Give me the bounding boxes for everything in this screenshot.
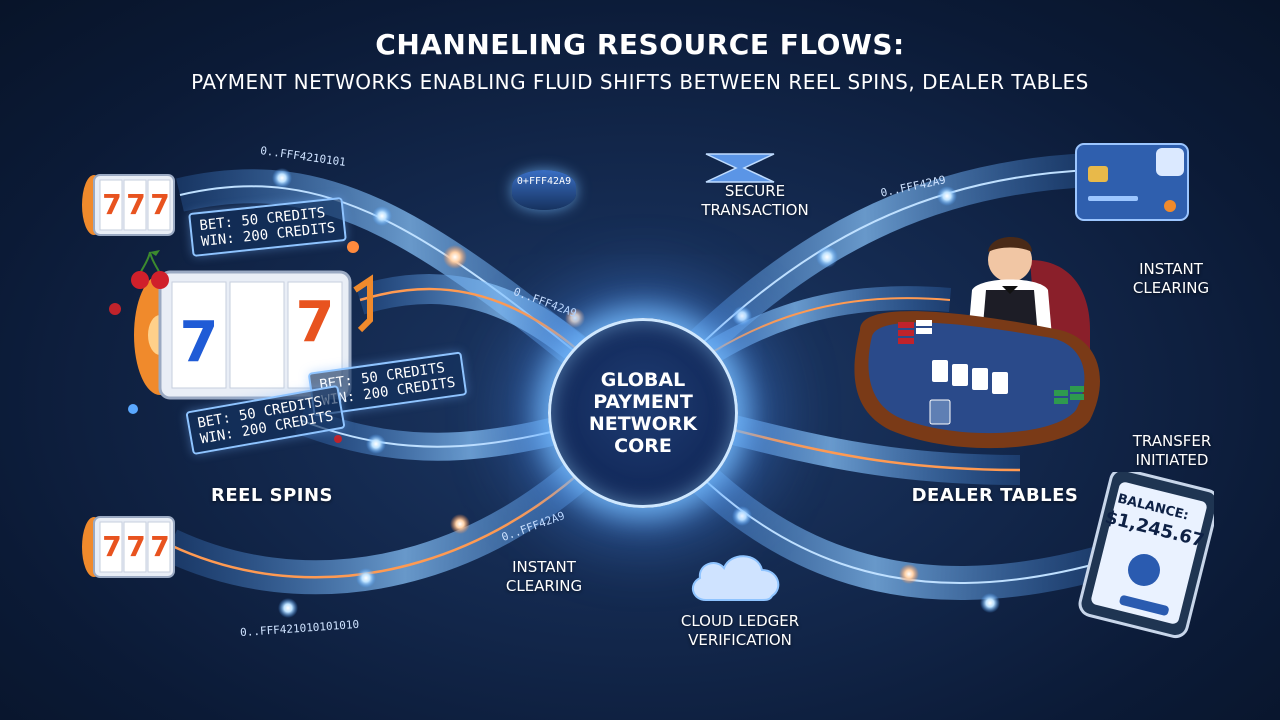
reel-symbol: 7 [150,530,170,563]
label-dealer-tables: DEALER TABLES [911,485,1079,506]
reel-symbol: 7 [150,188,170,221]
secure-transaction-icon [705,153,775,183]
reel-symbol: 7 [102,530,122,563]
flow-nodes [272,168,1000,618]
label-instant-clearing-bottom: INSTANT CLEARING [505,558,583,595]
page-subtitle: PAYMENT NETWORKS ENABLING FLUID SHIFTS B… [191,70,1089,94]
tablet-icon [1078,472,1214,639]
credit-card-icon [1075,143,1189,221]
cloud-icon [691,555,780,601]
reel-symbol: 7 [179,310,219,375]
label-secure-transaction: SECURE TRANSACTION [701,182,809,219]
hash-node [512,170,576,210]
label-instant-clearing-right: INSTANT CLEARING [1132,260,1210,297]
decorative-spheres [109,241,359,443]
cherry-icon [131,250,169,289]
payment-network-core: GLOBAL PAYMENT NETWORK CORE [548,318,738,508]
reel-symbol: 7 [126,530,146,563]
reel-symbol: 7 [126,188,146,221]
label-cloud-ledger: CLOUD LEDGER VERIFICATION [680,612,800,649]
label-reel-spins: REEL SPINS [210,485,334,506]
hash-node-label: 0+FFF42A9 [516,176,572,187]
label-transfer-initiated: TRANSFER INITIATED [1132,432,1212,469]
core-label: GLOBAL PAYMENT NETWORK CORE [588,369,698,457]
dealer-table-icon [854,237,1100,449]
reel-symbol: 7 [102,188,122,221]
reel-symbol: 7 [295,290,335,355]
page-title: CHANNELING RESOURCE FLOWS: [375,28,905,61]
